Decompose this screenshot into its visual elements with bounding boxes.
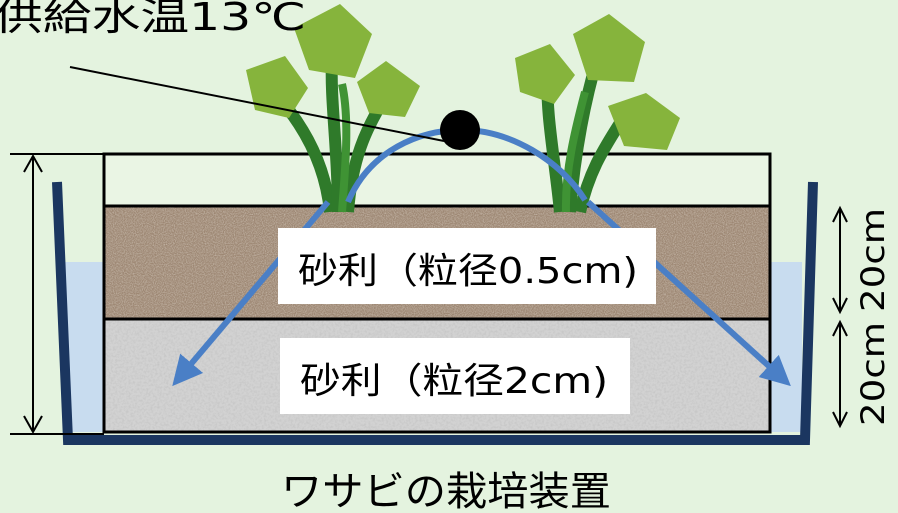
- top-layer: [102, 152, 772, 208]
- upper-layer-label-box: [278, 228, 656, 304]
- water-supply-point: [440, 110, 480, 150]
- leader-line: [69, 66, 445, 142]
- lower-height-marker: [832, 319, 848, 429]
- lower-layer-label: 砂利（粒径2cm): [300, 361, 608, 402]
- supply-water-temp-label: 供給水温13℃: [0, 0, 306, 39]
- upper-height-marker: [832, 205, 848, 315]
- water-right: [770, 262, 802, 432]
- lower-height-label: 20cm: [854, 322, 892, 426]
- wasabi-plant-left: [246, 4, 420, 213]
- caption: ワサビの栽培装置: [281, 469, 611, 513]
- lower-layer-label-box: [280, 338, 630, 414]
- upper-height-label: 20cm: [854, 208, 892, 312]
- total-height-marker: [10, 153, 104, 435]
- upper-layer-label: 砂利（粒径0.5cm): [298, 251, 638, 292]
- wasabi-plant-right: [515, 14, 680, 214]
- container: [52, 181, 818, 445]
